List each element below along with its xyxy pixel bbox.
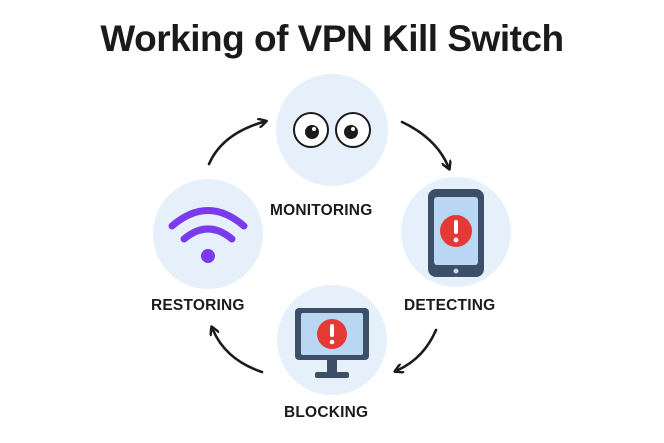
blocking-node — [277, 285, 387, 395]
step-label-monitoring: MONITORING — [270, 202, 373, 219]
monitoring-circle — [276, 74, 388, 186]
monitor-alert-icon — [295, 308, 369, 378]
cycle-arrows — [207, 120, 448, 374]
restoring-node — [153, 179, 263, 289]
monitoring-node — [276, 74, 388, 186]
arrow-detecting-to-blocking — [398, 328, 438, 370]
wifi-icon — [168, 207, 248, 263]
step-label-blocking: BLOCKING — [284, 404, 369, 421]
page-title: Working of VPN Kill Switch — [100, 18, 564, 59]
arrow-monitoring-to-detecting — [400, 120, 448, 166]
phone-alert-icon — [428, 189, 484, 277]
restoring-circle — [153, 179, 263, 289]
arrow-blocking-to-restoring — [213, 330, 264, 374]
step-label-restoring: RESTORING — [151, 297, 245, 314]
eyes-icon — [293, 112, 371, 148]
detecting-node — [401, 177, 511, 287]
arrow-restoring-to-monitoring — [207, 122, 263, 166]
step-label-detecting: DETECTING — [404, 297, 496, 314]
